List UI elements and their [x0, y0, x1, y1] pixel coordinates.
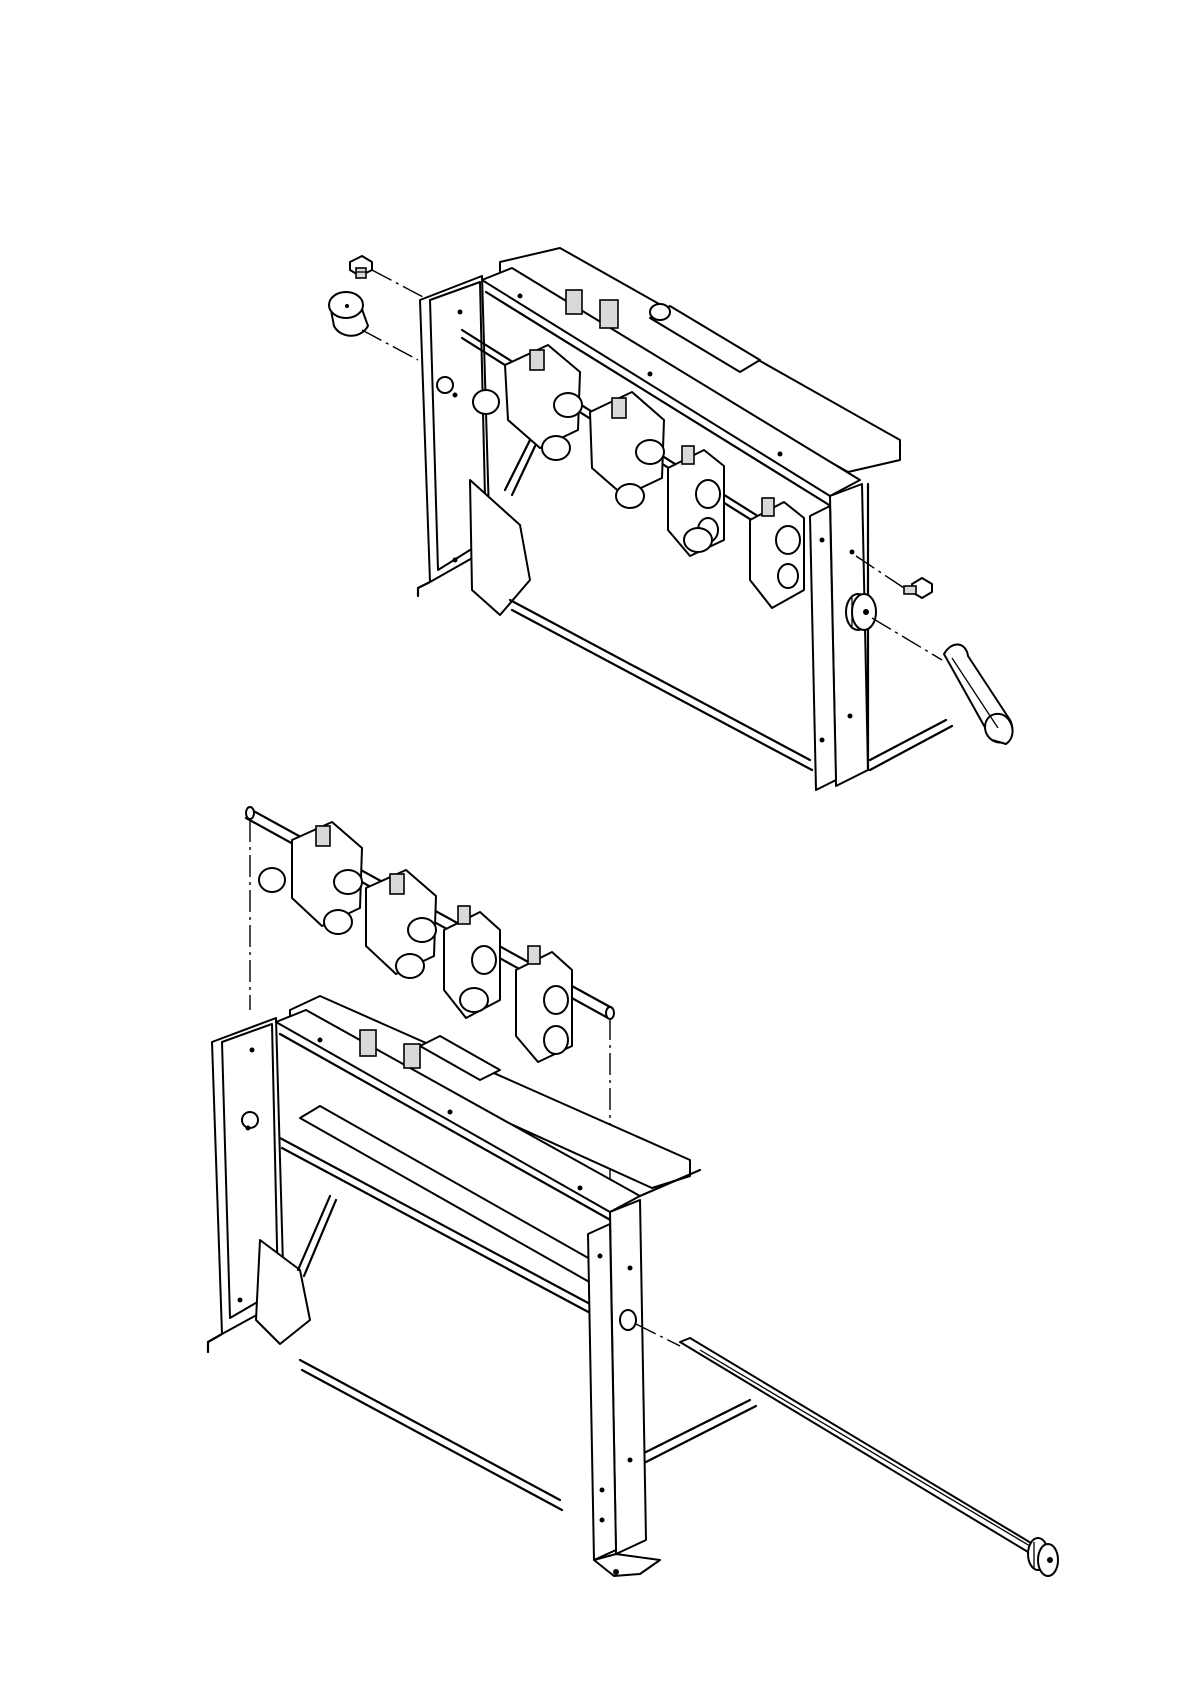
hand-crank	[944, 644, 1013, 744]
punch-unit-upper-3	[668, 446, 724, 556]
shaft-knob	[1028, 1538, 1058, 1576]
upper-exploded-view	[329, 248, 1013, 790]
drive-shaft	[636, 1324, 1036, 1552]
knob-left	[329, 292, 368, 336]
punch-unit-lower-2	[366, 870, 436, 978]
punch-unit-lower-4	[516, 946, 572, 1062]
assembly-line	[362, 330, 418, 360]
punch-unit-upper-4	[750, 498, 804, 608]
bottom-rail	[510, 600, 810, 760]
floor-line	[646, 1400, 750, 1452]
lower-exploded-view	[208, 807, 1058, 1576]
side-frame-right	[810, 484, 868, 790]
punch-unit-upper-2	[590, 392, 664, 508]
rear-plate-lower	[290, 996, 690, 1188]
side-frame-right-lower	[588, 1200, 660, 1576]
punch-unit-lower-1	[259, 822, 362, 934]
screw-right	[904, 578, 932, 598]
knob-right	[846, 594, 876, 630]
screw-left	[350, 256, 372, 278]
bottom-rail-lower	[300, 1360, 560, 1500]
punch-unit-lower-3	[444, 906, 500, 1018]
assembly-line	[872, 618, 942, 660]
floor-line	[870, 720, 946, 760]
